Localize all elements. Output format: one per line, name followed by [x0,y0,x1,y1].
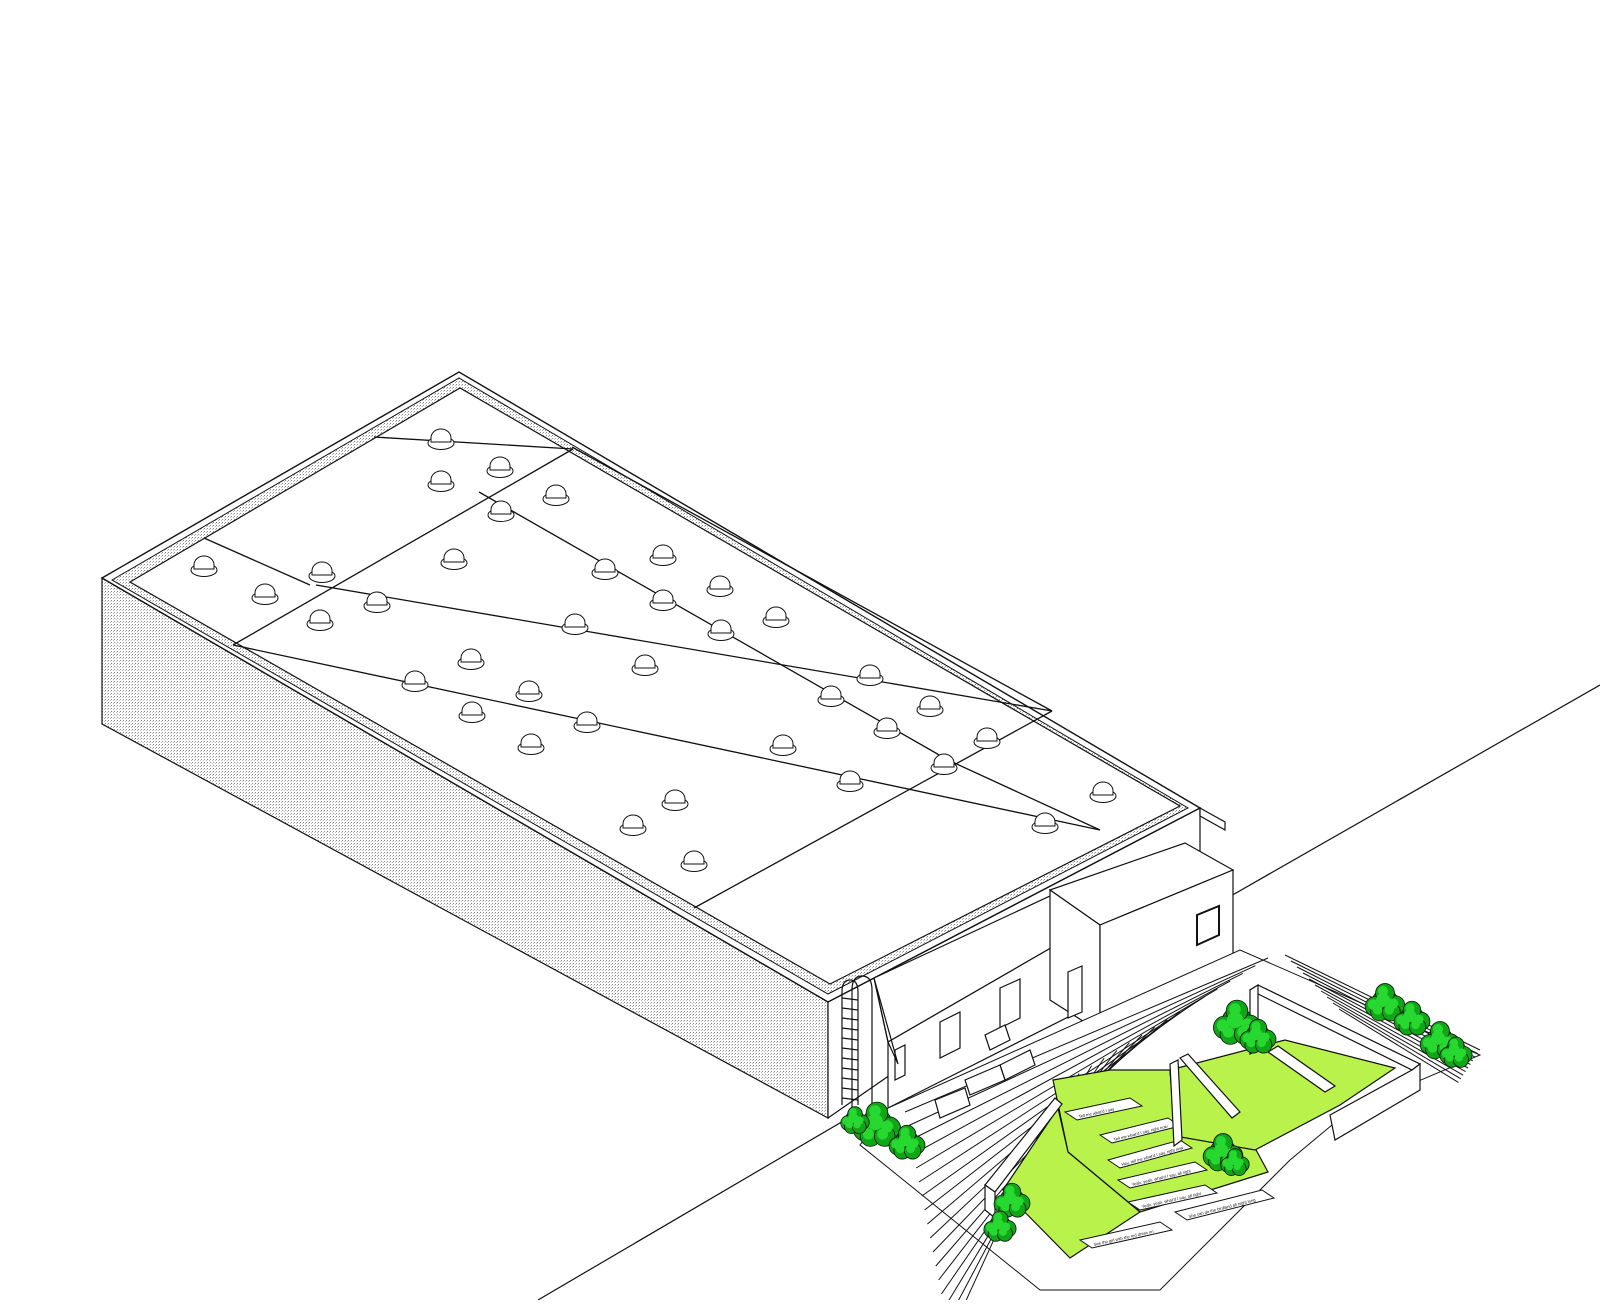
skylight-icon [251,583,279,605]
entrance-annex [873,806,1235,1109]
skylight-icon [363,591,391,613]
ladder-rung [841,1067,859,1071]
skylight-icon [973,727,1001,749]
annex-window [1196,904,1220,947]
tree-icon [1364,983,1406,1022]
entrance-door [1067,965,1083,1019]
ladder-rung [841,1027,859,1031]
ladder-rung [841,1037,859,1041]
ladder-rung [841,1057,859,1061]
window-2 [939,1011,961,1059]
skylight-icon [573,711,601,733]
skylight-icon [680,850,708,872]
skylight-icon [457,648,485,670]
tree-icon [993,1182,1031,1218]
skylight-icon [836,770,864,792]
ladder-rung [841,1047,859,1051]
planter-wall-bench [1266,1045,1337,1093]
ladder-rung [841,1007,859,1011]
skylight-icon [649,544,677,566]
skylight-icon [306,609,334,631]
skylights [190,428,1117,872]
tree-icon [1239,1018,1277,1054]
skylight-icon [542,484,570,506]
skylight-icon [486,456,514,478]
parapet-cap [1199,806,1226,832]
skylight-icon [458,701,486,723]
skylight-icon [706,575,734,597]
skylight-icon [591,558,619,580]
skylight-icon [769,734,797,756]
tree-icon [888,1124,926,1160]
skylight-icon [517,733,545,755]
window-1 [999,978,1021,1029]
skylight-icon [707,619,735,641]
bench-block-3 [964,1064,1006,1096]
skylight-icon [440,548,468,570]
trees [840,983,1473,1242]
skylight-icon [427,470,455,492]
canopy-edge [873,977,899,1065]
skylight-icon [916,695,944,717]
ladder-rung [841,1017,859,1021]
skylight-icon [619,814,647,836]
tree-icon [1393,1000,1431,1036]
ladder-rung [841,1077,859,1081]
ladder-rung [841,1097,859,1101]
terrace-stripe [1332,1002,1462,1080]
ground-lines [537,684,1600,1301]
skylight-icon [631,654,659,676]
planter-wall-curve [1179,1053,1241,1119]
tree-icon [1220,1148,1250,1176]
terrace-stripe [1326,996,1464,1076]
roof [100,371,1202,1003]
tree-icon [840,1106,870,1134]
terrace-stripe [904,957,1269,1113]
ladder-rung [841,1087,859,1091]
planter-wall-right-front [1329,1062,1421,1141]
skylight-icon [1089,781,1117,803]
terrace-stripe [913,980,1231,1155]
access-ladder [841,975,873,1108]
skylight-icon [661,789,689,811]
skylight-icon [515,680,543,702]
planter-walls [934,983,1422,1220]
skylight-icon [930,753,958,775]
window-3 [894,1044,906,1081]
skylight-icon [649,589,677,611]
skylight-icon [561,613,589,635]
planter-wall-mid [1169,1059,1183,1148]
tree-icon [983,1210,1017,1242]
terrace-stripe [910,972,1244,1141]
ladder-rung [841,997,859,1001]
skylight-icon [487,500,515,522]
skylight-icon [1031,812,1059,834]
skylight-icon [427,428,455,450]
skylight-icon [873,717,901,739]
bench-block-1 [984,1024,1011,1051]
skylight-icon [401,670,429,692]
skylight-icon [856,664,884,686]
bench-block-4 [934,1087,971,1119]
terrace-stripe [1338,1008,1459,1083]
roof-surface [128,387,1182,985]
skylight-icon [190,555,218,577]
skylight-icon [762,606,790,628]
tree-icon [1439,1036,1473,1068]
skylight-icon [817,685,845,707]
skylight-icon [308,561,336,583]
